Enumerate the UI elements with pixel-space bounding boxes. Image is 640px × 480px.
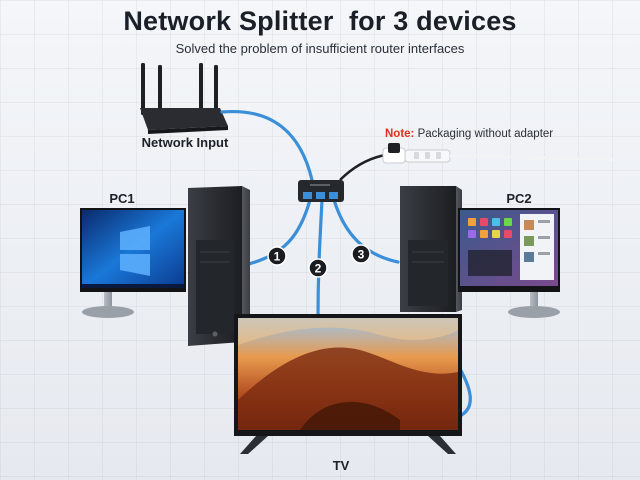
note-prefix: Note: xyxy=(385,128,415,140)
packaging-note: Note: Packaging without adapter xyxy=(385,128,553,140)
port-badge-3: 3 xyxy=(351,244,371,264)
svg-text:3: 3 xyxy=(358,248,365,262)
pc1-monitor xyxy=(80,208,186,318)
network-input-label: Network Input xyxy=(142,135,229,150)
svg-text:1: 1 xyxy=(274,250,281,264)
port-badge-1: 1 xyxy=(267,246,287,266)
pc1-label: PC1 xyxy=(109,191,134,206)
pc1-tower xyxy=(188,186,250,346)
power-strip xyxy=(339,143,621,181)
pc2-label: PC2 xyxy=(506,191,531,206)
note-text: Packaging without adapter xyxy=(414,128,554,140)
network-cables xyxy=(220,109,472,420)
pc2-monitor xyxy=(458,208,560,318)
page-subtitle: Solved the problem of insufficient route… xyxy=(175,41,465,56)
page-title: Network Splitter for 3 devices xyxy=(123,6,517,36)
router xyxy=(140,63,228,134)
tv-label: TV xyxy=(333,458,350,473)
svg-text:2: 2 xyxy=(315,262,322,276)
tv xyxy=(234,314,462,454)
port-badge-2: 2 xyxy=(308,258,328,278)
pc2-tower xyxy=(400,186,462,312)
network-splitter xyxy=(298,180,344,202)
